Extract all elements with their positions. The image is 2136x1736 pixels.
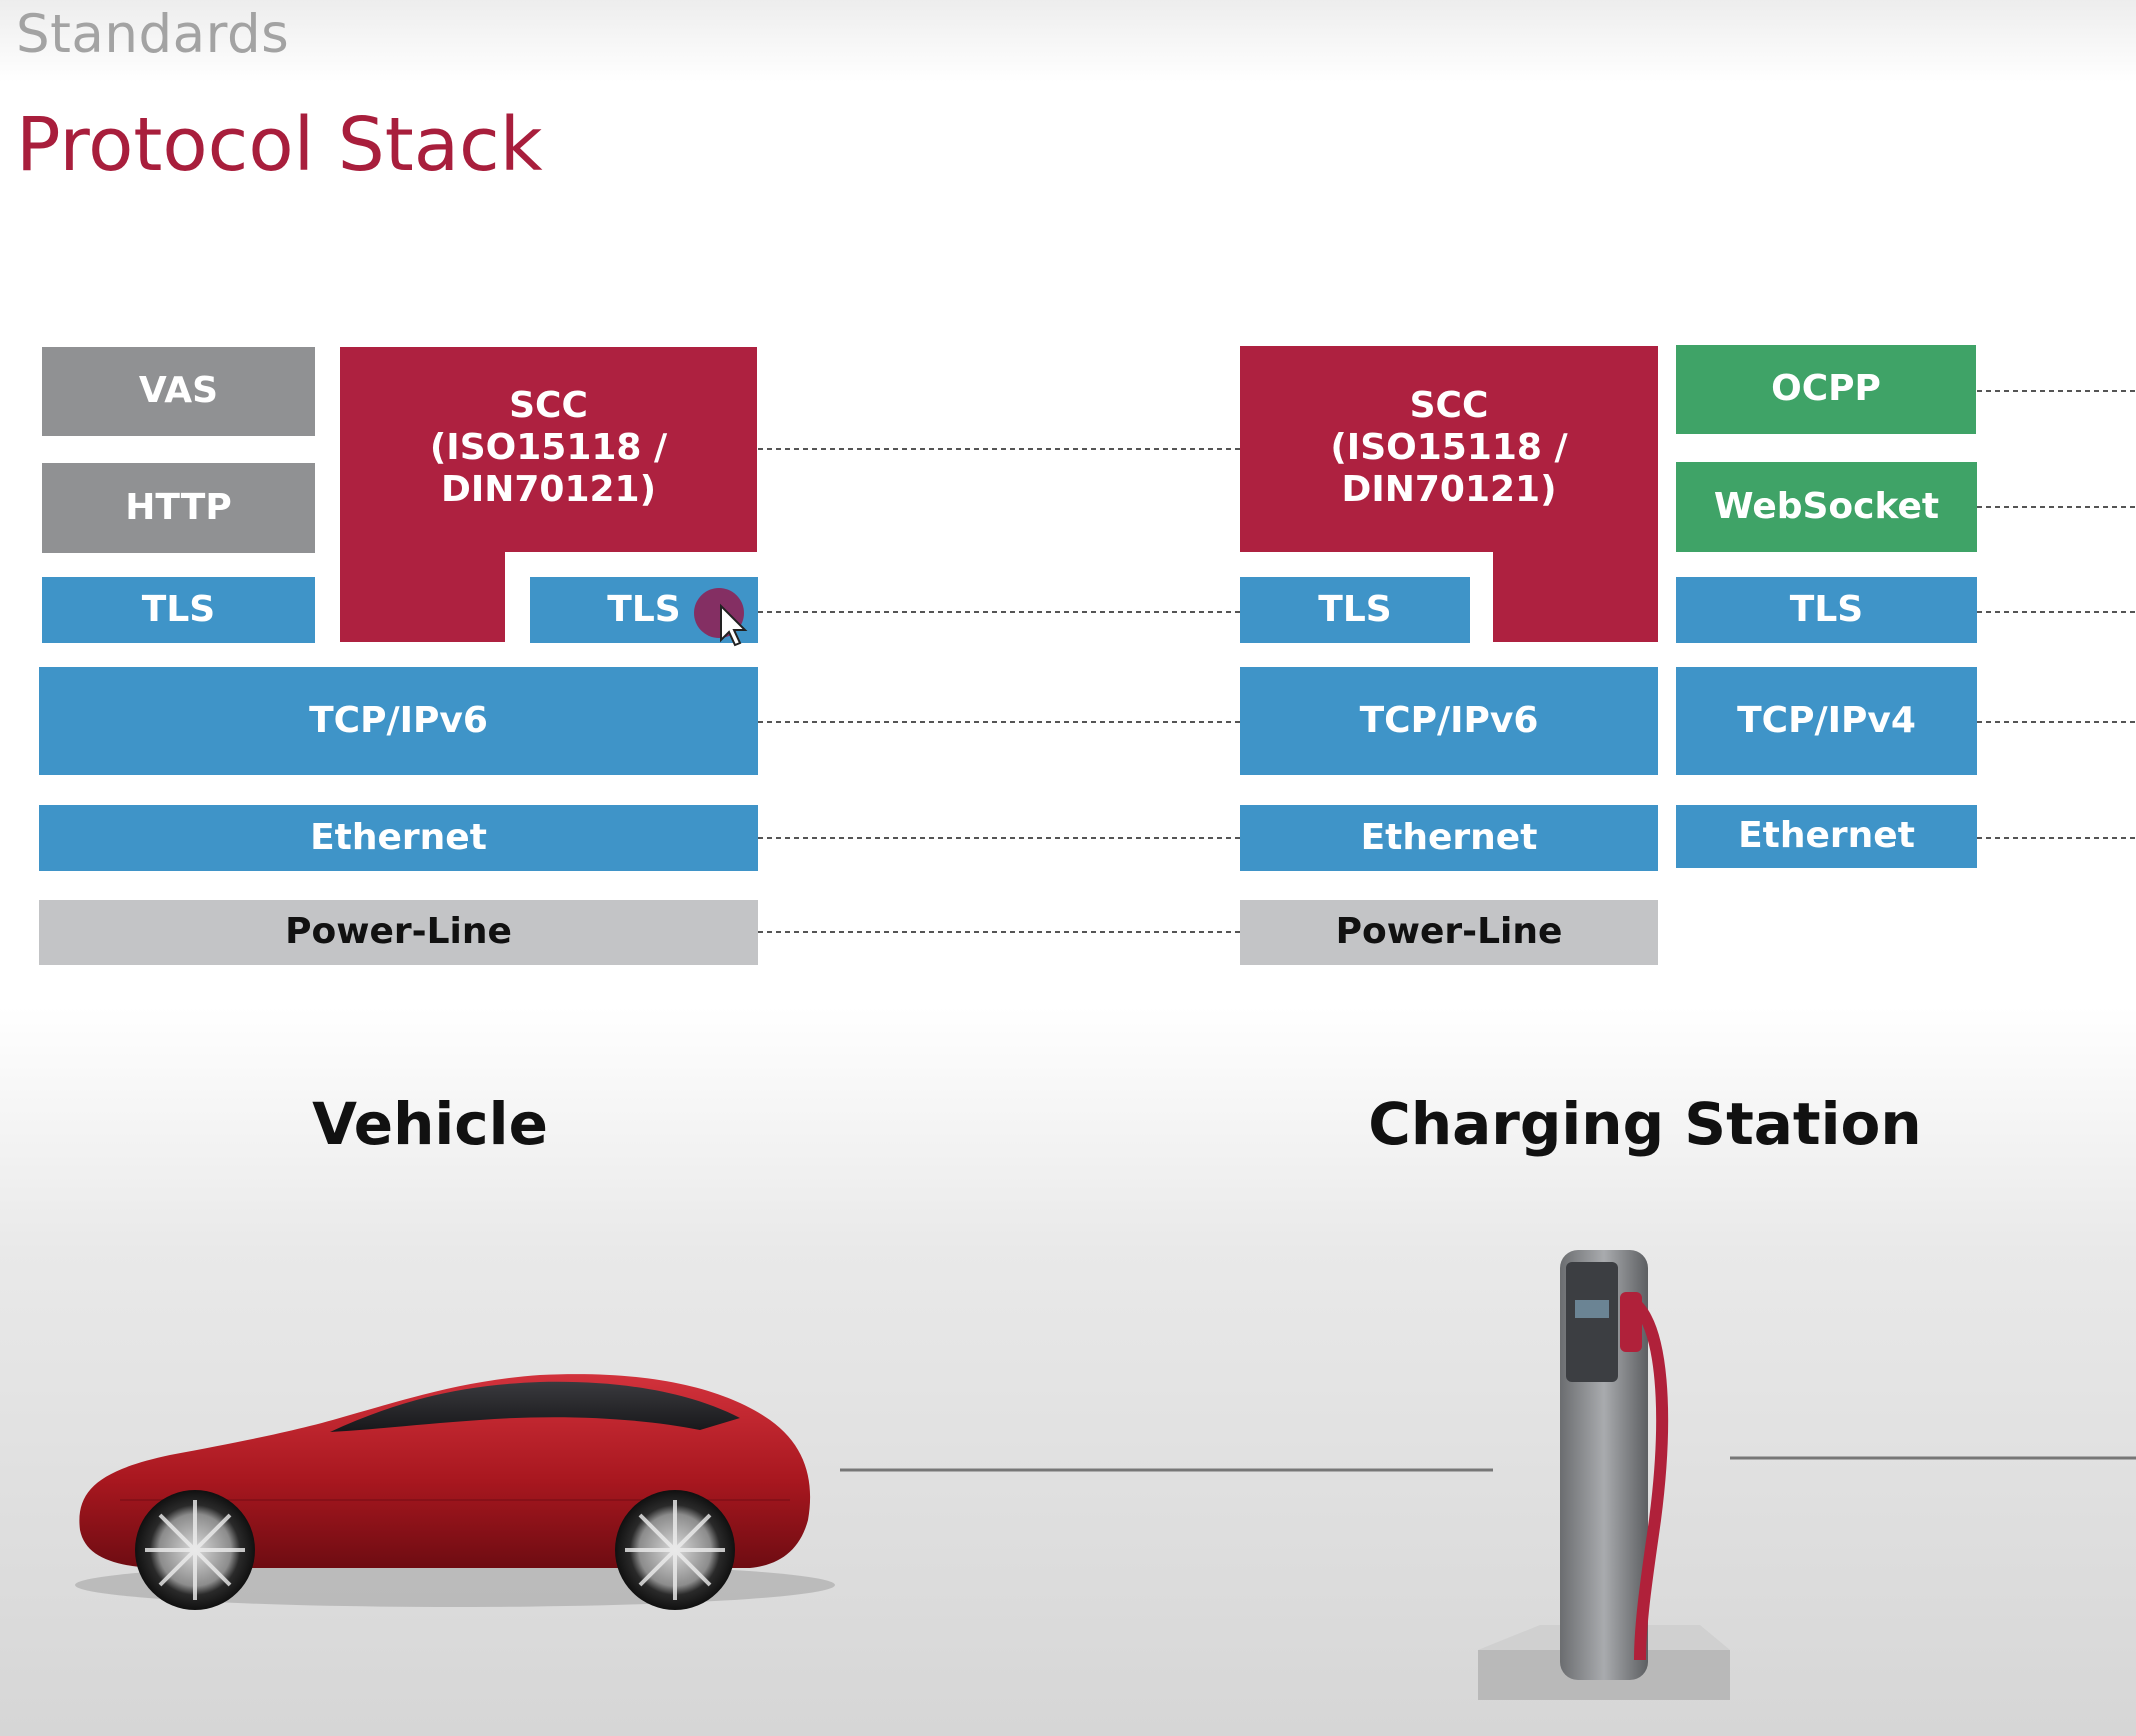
tls-layer-station-ocpp: TLS [1676,577,1977,643]
vehicle-caption: Vehicle [312,1090,548,1158]
station-caption: Charging Station [1368,1090,1922,1158]
tcp-layer-station-ocpp: TCP/IPv4 [1676,667,1977,775]
tls-layer-station-scc: TLS [1240,577,1470,643]
vas-layer: VAS [42,347,315,436]
section-label: Standards [16,4,290,65]
http-layer: HTTP [42,463,315,553]
station-scc-shape [1240,346,1658,642]
page-title: Protocol Stack [16,102,543,188]
websocket-layer: WebSocket [1676,462,1977,552]
ethernet-layer-station-ocpp: Ethernet [1676,805,1977,868]
mouse-pointer-icon [720,603,748,647]
tcp-layer-vehicle: TCP/IPv6 [39,667,758,775]
ocpp-layer: OCPP [1676,345,1976,434]
vehicle-scc-label: SCC (ISO15118 / DIN70121) [429,385,668,511]
tls-layer-vehicle-left: TLS [42,577,315,643]
ethernet-layer-vehicle: Ethernet [39,805,758,871]
powerline-layer-vehicle: Power-Line [39,900,758,965]
header-bar [0,0,2136,82]
tcp-layer-station: TCP/IPv6 [1240,667,1658,775]
ethernet-layer-station: Ethernet [1240,805,1658,871]
powerline-layer-station: Power-Line [1240,900,1658,965]
station-scc-label: SCC (ISO15118 / DIN70121) [1330,385,1568,511]
vehicle-scc-shape [340,347,757,642]
